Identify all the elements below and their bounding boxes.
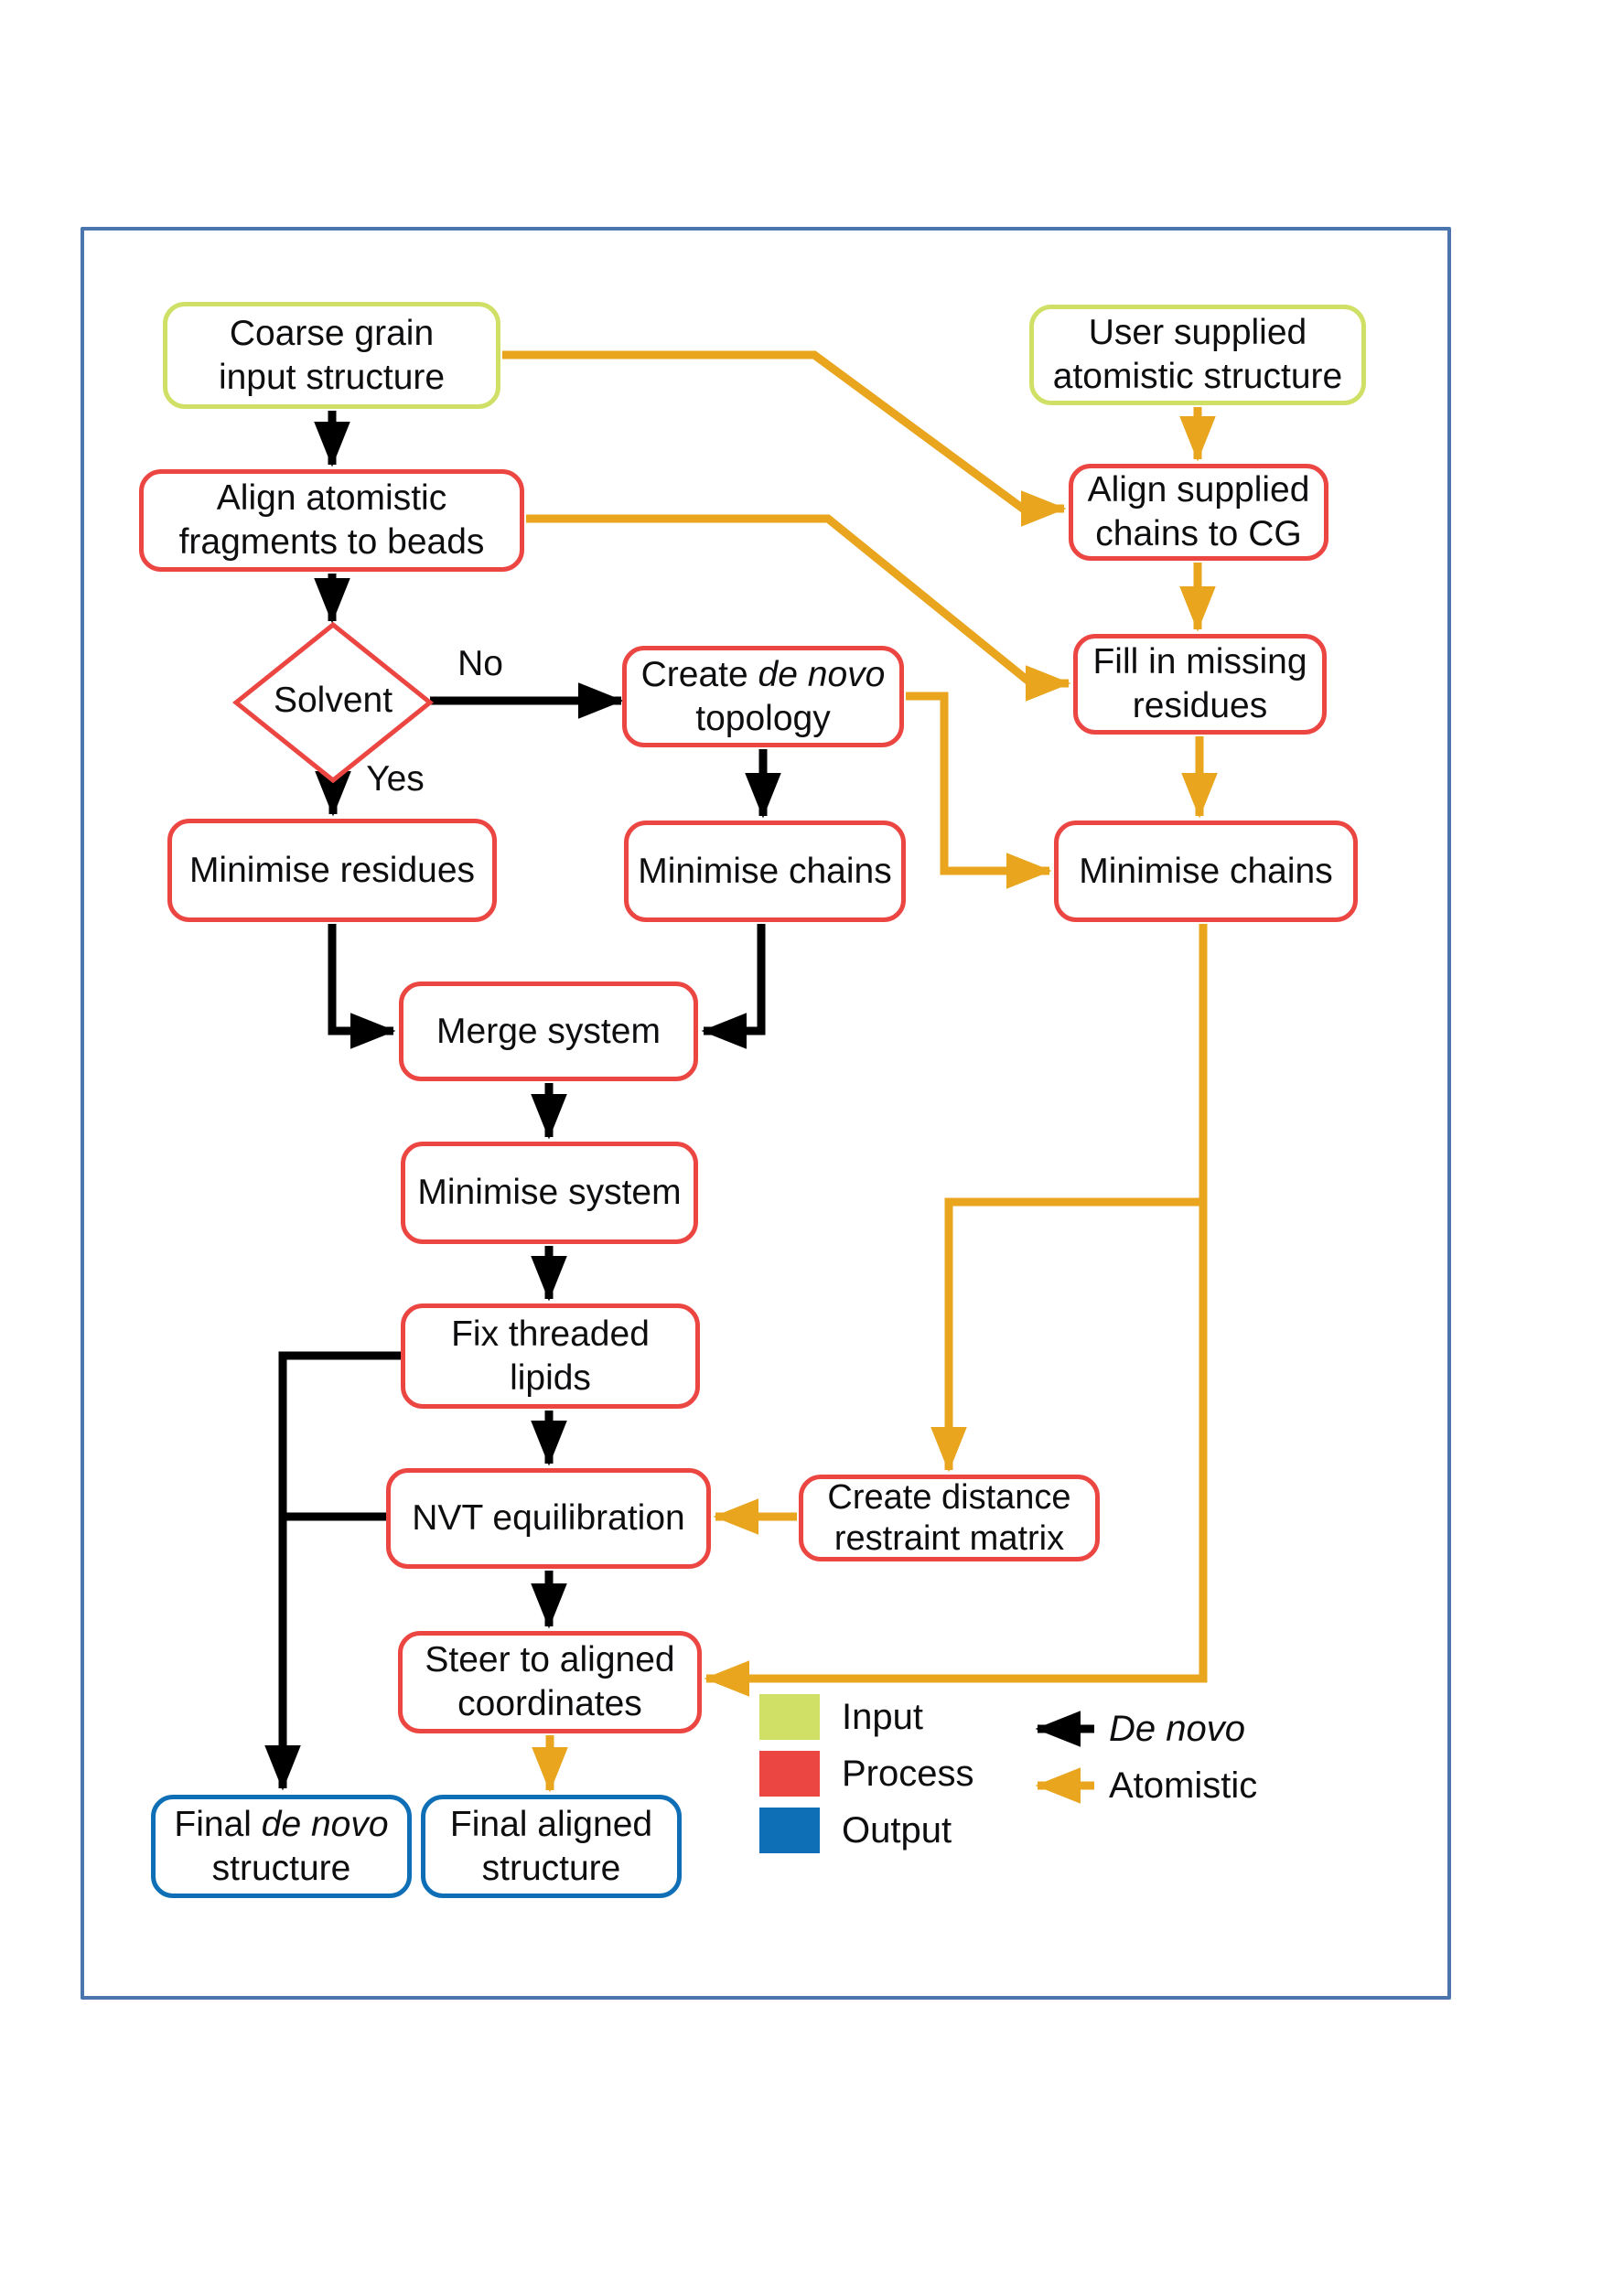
node-label-italic: de novo [261, 1804, 389, 1844]
node-label: User supplied [1088, 313, 1307, 352]
node-align-atomistic-fragments: Align atomistic fragments to beads [139, 469, 524, 572]
node-label: lipids [510, 1357, 591, 1398]
legend-process-swatch [759, 1751, 820, 1797]
node-minimise-system: Minimise system [401, 1142, 698, 1244]
arrow-fix-threaded-to-final-denovo [264, 1351, 403, 1791]
node-final-aligned-structure: Final aligned structure [421, 1795, 682, 1898]
node-label: Steer to aligned [425, 1640, 675, 1679]
node-label: Align supplied [1087, 470, 1310, 510]
node-label: structure [211, 1848, 351, 1888]
node-label-part: Create [640, 654, 758, 694]
arrow-create-topology-to-minimise-chains-right [906, 692, 1052, 889]
branch-label-no: No [457, 644, 503, 683]
arrow-minimise-chains-right-to-steer [704, 924, 1208, 1697]
node-nvt-equilibration: NVT equilibration [386, 1468, 711, 1569]
node-label: restraint matrix [834, 1518, 1065, 1558]
node-label: Minimise chains [1079, 851, 1333, 891]
legend-process-label: Process [842, 1754, 974, 1794]
legend-input-label: Input [842, 1697, 923, 1737]
branch-label-yes: Yes [366, 759, 425, 799]
node-label: Minimise system [417, 1173, 682, 1212]
node-minimise-chains-center: Minimise chains [624, 821, 906, 922]
arrow-align-atomistic-to-fill-missing [526, 514, 1071, 702]
node-steer-to-aligned: Steer to aligned coordinates [398, 1631, 702, 1733]
node-label: Create de novo [641, 653, 886, 697]
node-coarse-grain-input: Coarse grain input structure [163, 302, 500, 409]
node-label: Fix threaded [451, 1314, 650, 1354]
node-label: Merge system [436, 1011, 661, 1051]
node-label: chains to CG [1095, 514, 1302, 553]
node-minimise-chains-right: Minimise chains [1054, 821, 1358, 922]
legend-de-novo-label: De novo [1109, 1709, 1245, 1749]
node-final-de-novo-structure: Final de novo structure [151, 1795, 412, 1898]
node-label: topology [695, 698, 831, 738]
node-label-italic: de novo [758, 654, 886, 694]
node-label: atomistic structure [1052, 357, 1343, 396]
node-minimise-residues: Minimise residues [167, 819, 497, 922]
node-merge-system: Merge system [399, 982, 698, 1081]
arrow-minimise-chains-to-merge-system [701, 924, 766, 1049]
node-solvent-label: Solvent [273, 681, 393, 720]
node-label: coordinates [457, 1684, 642, 1723]
node-label: Coarse grain [229, 313, 435, 353]
node-label: Fill in missing [1092, 642, 1307, 681]
node-align-supplied-chains: Align supplied chains to CG [1069, 464, 1328, 561]
node-label: input structure [218, 357, 446, 397]
node-label: Align atomistic [216, 478, 447, 518]
node-label: Minimise chains [638, 851, 892, 891]
node-label: residues [1132, 686, 1268, 725]
node-fill-missing-residues: Fill in missing residues [1073, 634, 1327, 735]
legend-output-label: Output [842, 1810, 952, 1851]
node-label-part: Final [174, 1804, 262, 1844]
node-user-supplied-structure: User supplied atomistic structure [1029, 305, 1366, 405]
node-label: Minimise residues [188, 850, 476, 890]
node-label: structure [481, 1848, 621, 1888]
arrow-branch-to-create-distance [930, 1197, 1203, 1473]
node-create-de-novo-topology: Create de novo topology [622, 646, 904, 747]
legend-output-swatch [759, 1808, 820, 1853]
figure-border [81, 227, 1451, 2000]
legend-atomistic-label: Atomistic [1109, 1765, 1258, 1806]
legend-input-swatch [759, 1694, 820, 1740]
node-label: Create distance [827, 1477, 1071, 1517]
arrow-coarse-grain-to-align-supplied [502, 350, 1067, 527]
node-label: NVT equilibration [412, 1498, 685, 1538]
node-label: fragments to beads [178, 522, 485, 562]
node-label: Final aligned [449, 1804, 653, 1844]
solvent-decision-shape [232, 621, 434, 784]
node-create-distance-restraint-matrix: Create distance restraint matrix [799, 1475, 1100, 1561]
arrow-minimise-residues-to-merge-system [328, 924, 396, 1049]
node-fix-threaded-lipids: Fix threaded lipids [401, 1304, 700, 1409]
node-label: Final de novo [174, 1803, 388, 1847]
